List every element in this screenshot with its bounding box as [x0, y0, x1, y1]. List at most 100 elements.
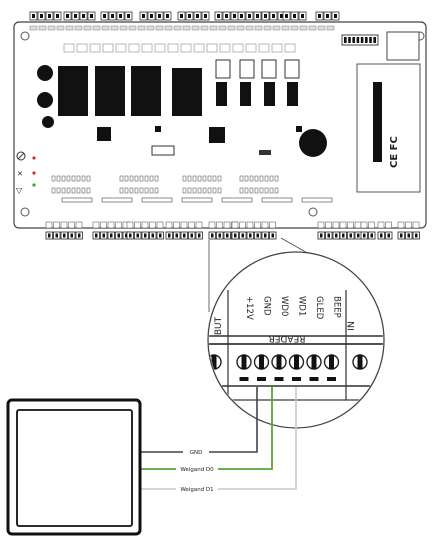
resistor — [202, 187, 207, 194]
dip-switch-key — [344, 37, 347, 43]
resistor — [239, 187, 244, 194]
terminal-label-pad — [149, 221, 156, 229]
resistor — [134, 175, 139, 182]
pin-header — [299, 25, 308, 31]
terminal-label-pad — [180, 221, 188, 229]
resistor — [51, 175, 56, 182]
dip-switch-key — [373, 37, 376, 43]
terminal-label-pad — [115, 221, 122, 229]
terminal-label-pad — [339, 221, 347, 229]
terminal-label-pad — [92, 221, 100, 229]
pin-header — [218, 25, 227, 31]
wire-gnd — [140, 387, 258, 453]
resistor — [239, 175, 244, 182]
connector-pad — [167, 43, 179, 53]
pin-header — [182, 25, 191, 31]
terminal-label-pad — [208, 221, 216, 229]
terminal-block-base — [209, 385, 383, 401]
terminal-label-pad — [134, 221, 141, 229]
screw-slot — [329, 355, 334, 369]
relay-socket — [261, 59, 277, 79]
resistor — [259, 187, 264, 194]
terminal-label-pad — [156, 221, 164, 229]
resistor — [71, 175, 76, 182]
resistor — [249, 175, 254, 182]
pin-header — [146, 25, 155, 31]
relays — [58, 66, 202, 116]
terminal-label-pad — [412, 221, 420, 229]
terminal-label-pad — [397, 221, 405, 229]
connector-pad — [245, 43, 257, 53]
dip-switch-key — [356, 37, 360, 43]
wire-label-wiegand-d0: Weigand D0 — [180, 467, 214, 473]
warning-triangle-icon: ▽ — [16, 186, 23, 195]
control-board: CE FC ✕ ▽ — [13, 11, 427, 240]
relay-socket — [284, 59, 300, 79]
pin-label: GND — [262, 296, 272, 316]
bottom-terminal-blocks — [45, 221, 420, 240]
wire-entry-hole — [239, 377, 249, 381]
resistor — [119, 175, 124, 182]
wire-entry-hole — [257, 377, 266, 381]
terminal-label-pad — [60, 221, 68, 229]
dip-switch-key — [348, 37, 351, 43]
pin-header — [101, 25, 110, 31]
mosfet — [287, 82, 298, 106]
capacitor — [37, 65, 53, 81]
pin-header — [272, 25, 281, 31]
resistor — [244, 175, 249, 182]
resistor — [134, 187, 139, 194]
network-module — [356, 63, 421, 193]
relay — [95, 66, 125, 116]
terminal-label-pad — [254, 221, 261, 229]
resistor — [182, 187, 187, 194]
resistor — [207, 175, 212, 182]
terminal-label-pad — [269, 221, 276, 229]
resistor — [197, 187, 202, 194]
pin-header — [155, 25, 164, 31]
resistor — [76, 187, 81, 194]
pin-header — [83, 25, 92, 31]
wire-label-gnd: GND — [190, 450, 203, 456]
resistor — [187, 187, 192, 194]
terminal-label-pad — [141, 221, 149, 229]
connector-pad — [102, 43, 114, 53]
connector-pad — [193, 43, 205, 53]
mosfet — [216, 82, 227, 106]
screw-slot — [259, 355, 264, 369]
relay-socket — [215, 59, 231, 79]
connector-pad — [180, 43, 192, 53]
pcb-label-box — [181, 197, 213, 203]
ic-chips — [97, 126, 302, 156]
pin-header — [29, 25, 38, 31]
resistor — [154, 187, 159, 194]
recycle-bin-icon: ✕ — [17, 170, 23, 178]
compliance-mark: CE FC — [389, 136, 400, 168]
terminal-label-pad — [239, 221, 246, 229]
resistor — [269, 175, 274, 182]
connector-pad — [89, 43, 101, 53]
ic-chip — [259, 150, 271, 155]
connector-pad — [154, 43, 166, 53]
relay-socket — [239, 59, 255, 79]
microcontroller-chip — [97, 127, 111, 141]
screw-slot — [294, 355, 299, 369]
connector-pad — [76, 43, 88, 53]
dip-switch-key — [369, 37, 372, 43]
module-connector — [373, 82, 382, 162]
relay — [172, 68, 202, 116]
terminal-label-pad — [368, 221, 375, 229]
pcb-label-box — [261, 197, 293, 203]
small-relays — [215, 59, 300, 106]
connector-pad — [271, 43, 283, 53]
capacitor — [37, 92, 53, 108]
terminal-label-pad — [173, 221, 180, 229]
terminal-label-pad — [100, 221, 107, 229]
pin-header — [308, 25, 317, 31]
terminal-label-pad — [45, 221, 53, 229]
pin-header — [47, 25, 56, 31]
status-led — [32, 171, 36, 175]
connector-pad — [219, 43, 231, 53]
pin-label: +12V — [244, 296, 254, 320]
connector-pad — [206, 43, 218, 53]
